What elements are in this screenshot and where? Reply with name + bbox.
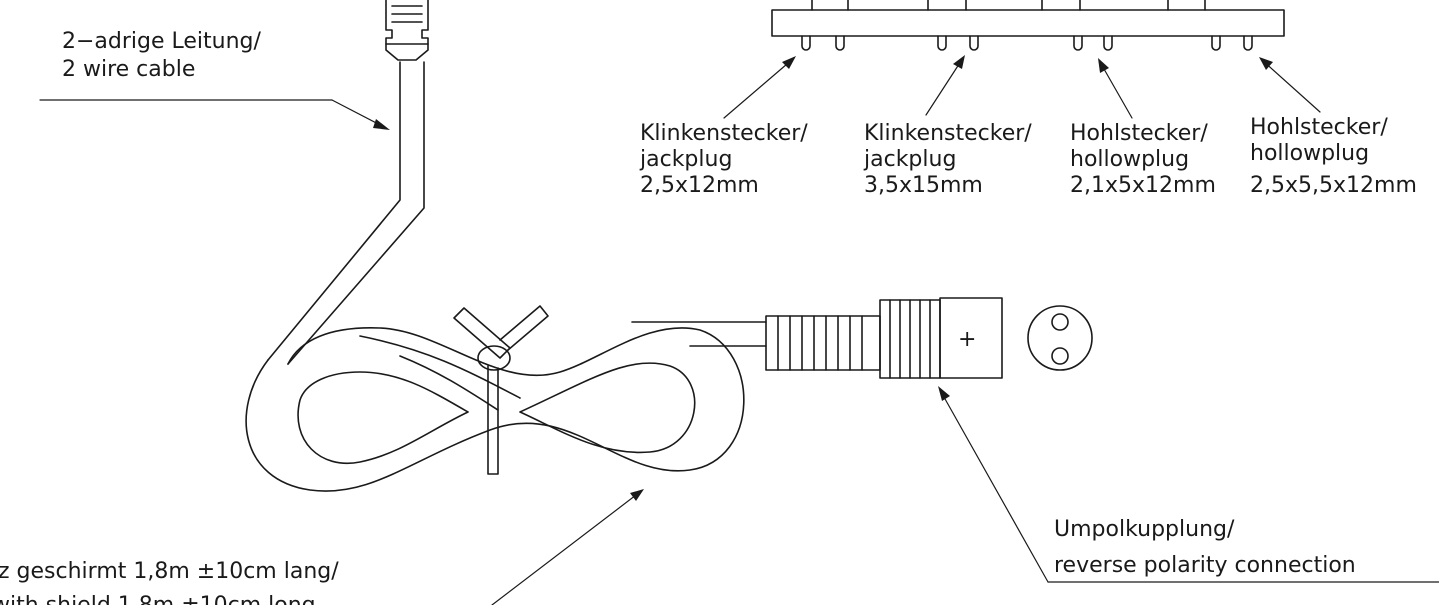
plug3-label-de: Hohlstecker/ bbox=[1070, 121, 1208, 146]
cable-to-connector bbox=[631, 321, 767, 347]
plug4-size: 2,5x5,5x12mm bbox=[1250, 173, 1417, 198]
plus-sign: + bbox=[958, 327, 976, 352]
length-label-en: with shield 1,8m ±10cm long bbox=[0, 593, 316, 605]
plug4-label-en: hollowplug bbox=[1250, 141, 1369, 166]
adapter-plate bbox=[771, 0, 1285, 51]
length-leader bbox=[491, 489, 644, 605]
length-label-de: z geschirmt 1,8m ±10cm lang/ bbox=[0, 559, 339, 584]
plug1-size: 2,5x12mm bbox=[640, 173, 759, 198]
plug1-label-de: Klinkenstecker/ bbox=[640, 121, 808, 146]
polarity-leader bbox=[938, 386, 1439, 583]
plug3-size: 2,1x5x12mm bbox=[1070, 173, 1216, 198]
cable-label-de: 2−adrige Leitung/ bbox=[62, 29, 262, 54]
plug-leaders bbox=[723, 55, 1321, 119]
cable-label-en: 2 wire cable bbox=[62, 57, 195, 82]
cable-tie bbox=[453, 305, 549, 475]
polarity-label-de: Umpolkupplung/ bbox=[1054, 517, 1235, 542]
top-connector bbox=[385, 0, 429, 61]
cable-leader bbox=[39, 99, 390, 130]
cable-coil bbox=[245, 61, 745, 492]
connector-end-view bbox=[1027, 305, 1093, 371]
plug2-label-de: Klinkenstecker/ bbox=[864, 121, 1032, 146]
polarity-label-en: reverse polarity connection bbox=[1054, 553, 1356, 578]
plate-pins bbox=[801, 35, 1253, 51]
plug4-label-de: Hohlstecker/ bbox=[1250, 115, 1388, 140]
plug2-size: 3,5x15mm bbox=[864, 173, 983, 198]
plug2-label-en: jackplug bbox=[863, 147, 956, 172]
plug3-label-en: hollowplug bbox=[1070, 147, 1189, 172]
plug1-label-en: jackplug bbox=[639, 147, 732, 172]
polarity-connector: + bbox=[765, 297, 1003, 379]
